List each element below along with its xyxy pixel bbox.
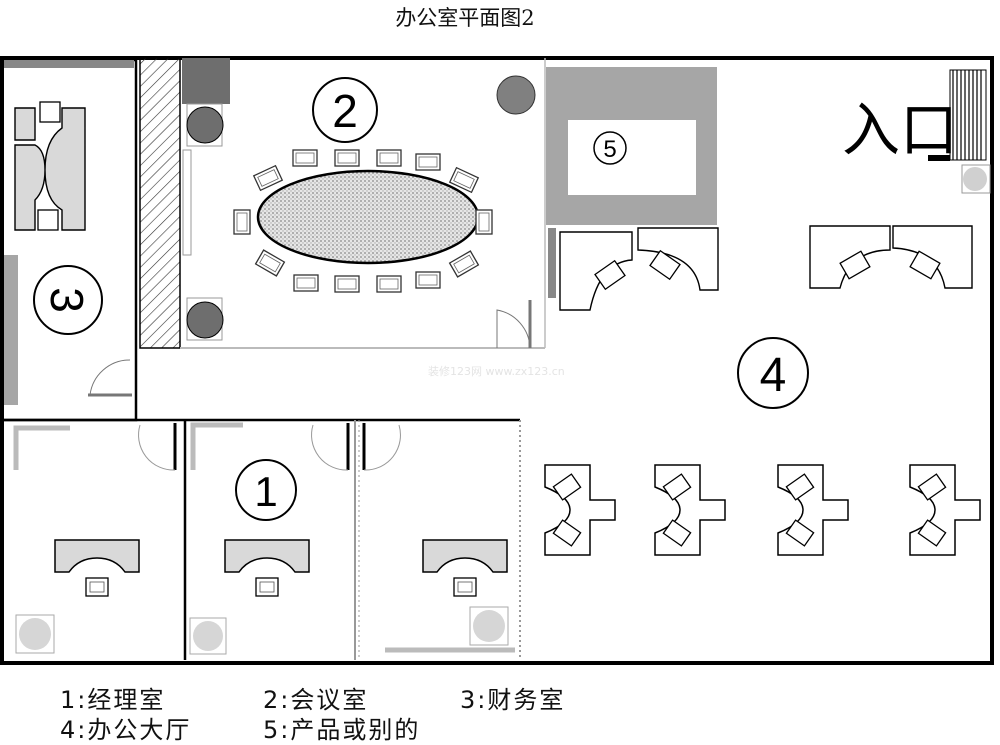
conference-table xyxy=(256,169,480,265)
room-5-product xyxy=(546,67,719,311)
legend-item-4: 4:办公大厅 xyxy=(60,716,192,744)
legend-item-2: 2:会议室 xyxy=(263,686,369,714)
plant-icon xyxy=(186,301,224,339)
svg-text:5: 5 xyxy=(603,136,616,163)
watermark: 装修123网 www.zx123.cn xyxy=(428,364,565,378)
plan-title: 办公室平面图2 xyxy=(395,6,535,30)
room-label-3: 3 xyxy=(33,265,103,335)
plant-icon xyxy=(496,75,536,115)
room-label-2: 2 xyxy=(312,77,378,143)
dark-block xyxy=(182,58,230,104)
room-2-meeting xyxy=(180,58,546,349)
room-1-manager xyxy=(2,418,521,660)
legend-item-1: 1:经理室 xyxy=(60,686,166,714)
hatched-wall xyxy=(139,57,181,349)
svg-text:2: 2 xyxy=(332,85,358,137)
room-label-1: 1 xyxy=(235,459,297,521)
entrance-label: 入口 xyxy=(842,96,958,164)
legend-item-3: 3:财务室 xyxy=(460,686,566,714)
room-label-4: 4 xyxy=(737,337,809,409)
svg-text:1: 1 xyxy=(254,468,277,515)
entrance-stairs xyxy=(928,69,991,194)
plant-icon xyxy=(186,106,224,144)
reception-desks xyxy=(809,225,973,289)
svg-text:4: 4 xyxy=(760,349,787,402)
workstation-group xyxy=(544,464,981,556)
legend-item-5: 5:产品或别的 xyxy=(263,716,421,744)
svg-text:3: 3 xyxy=(41,287,93,313)
room-label-5: 5 xyxy=(593,131,627,165)
room-3-finance xyxy=(0,58,138,422)
